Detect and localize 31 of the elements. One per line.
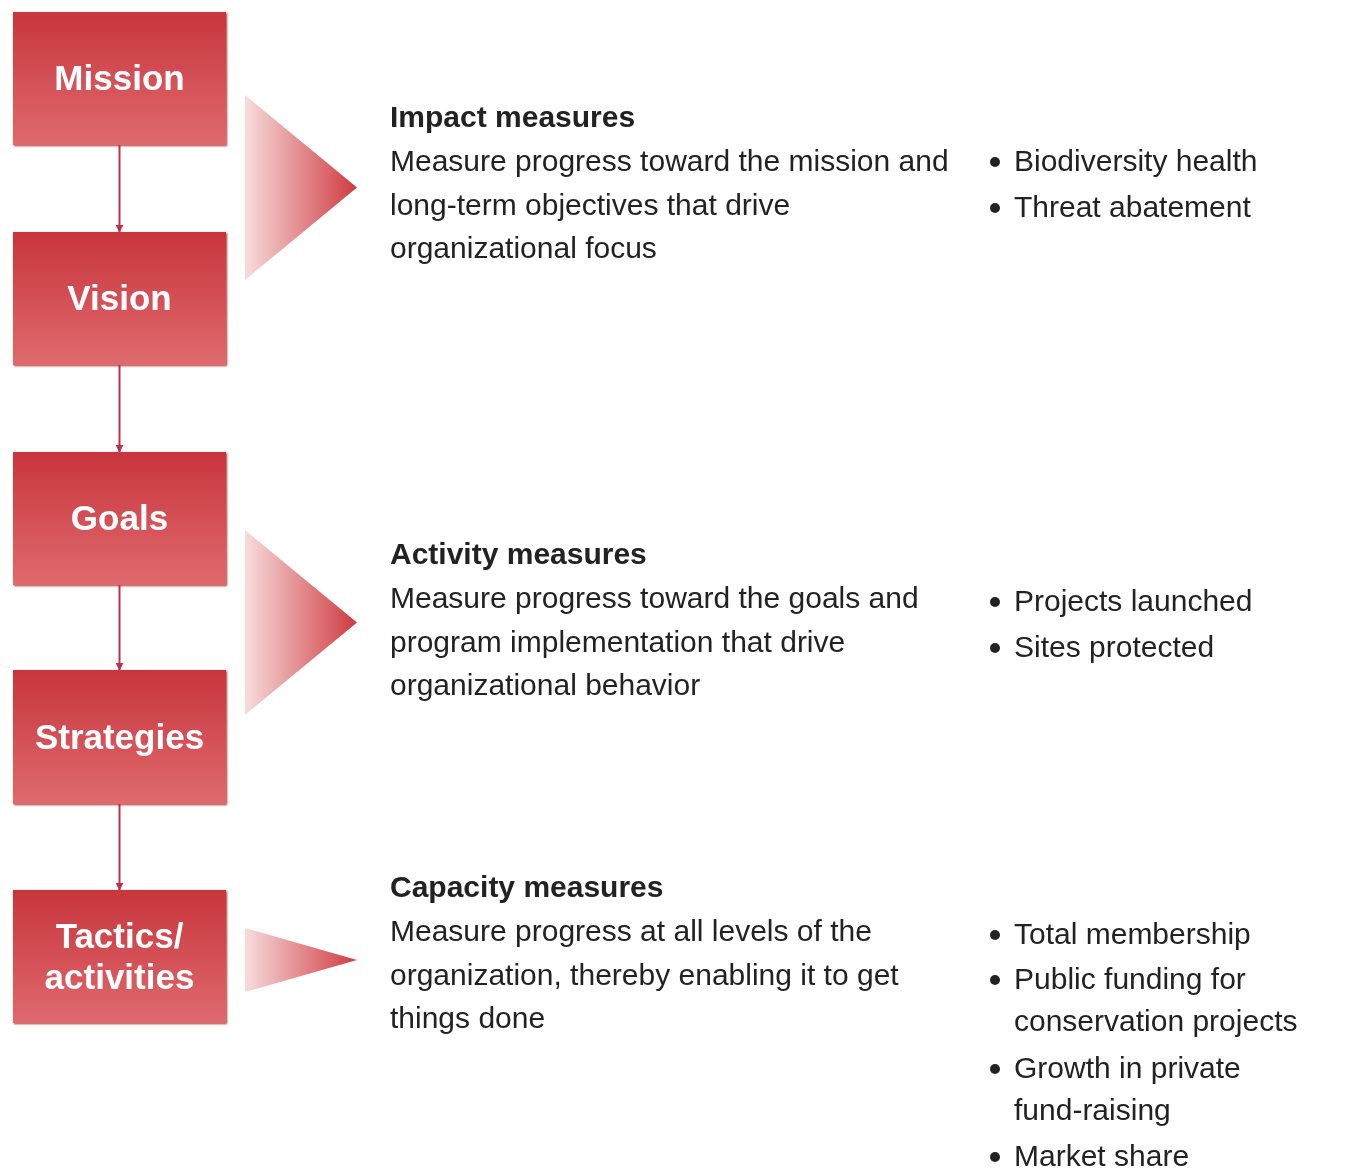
arrow (115, 803, 124, 891)
chevron-arrow (245, 928, 357, 992)
measure-heading: Activity measures (390, 536, 648, 572)
step-box (13, 452, 226, 585)
step-box (13, 670, 226, 804)
chevron-arrow (245, 530, 357, 715)
step-label: Goals (70, 498, 169, 539)
measure-heading: Impact measures (390, 99, 637, 135)
arrow (115, 364, 124, 453)
measure-heading: Capacity measures (390, 869, 665, 905)
measure-description: Measure progress toward the goals and program implementation that drive organizational behavior (390, 580, 920, 704)
arrow (115, 584, 124, 671)
step-label: Strategies (34, 716, 205, 758)
step-box (13, 232, 226, 365)
list-item: Total membership (1014, 916, 1251, 952)
step-box (13, 12, 226, 145)
list-item: Growth in private fund-raising (1014, 1050, 1242, 1128)
step-label: Vision (67, 278, 172, 319)
measure-description: Measure progress at all levels of the organization, thereby enabling it to get things done (390, 913, 900, 1037)
list-item: Threat abatement (1014, 189, 1251, 225)
arrow (115, 144, 124, 233)
step-label: Tactics/ activities (43, 916, 196, 997)
list-item: Market share (1014, 1138, 1190, 1171)
list-item: Projects launched (1014, 583, 1253, 619)
list-item: Public funding for conservation projects (1014, 961, 1299, 1039)
list-item: Biodiversity health (1014, 143, 1258, 179)
measure-description: Measure progress toward the mission and long-term objectives that drive organizational focus (390, 143, 950, 267)
step-box (13, 890, 226, 1023)
step-label: Mission (54, 58, 185, 99)
chevron-arrow (245, 95, 357, 280)
list-item: Sites protected (1014, 629, 1215, 665)
